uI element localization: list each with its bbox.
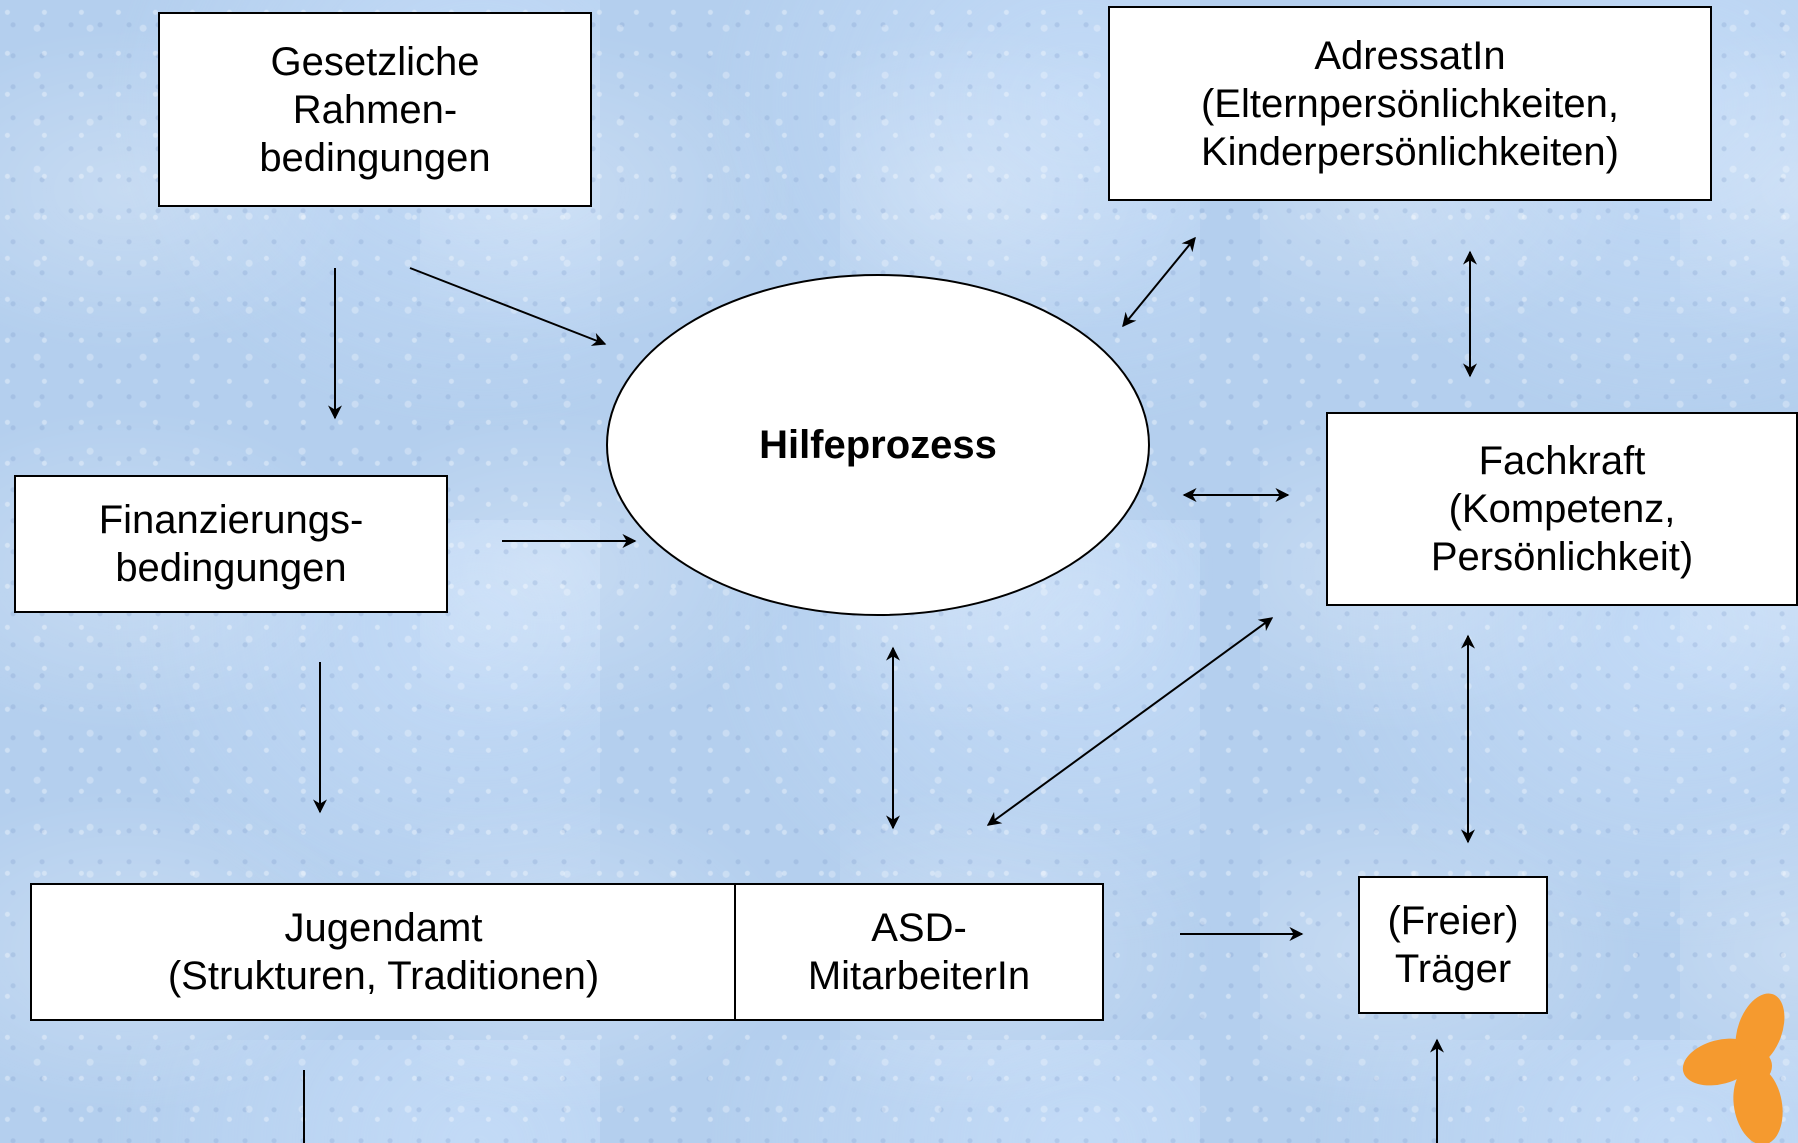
arrow-hilfe-adressat	[1122, 236, 1196, 328]
label-adressatin: AdressatIn (Elternpersönlichkeiten, Kind…	[1200, 33, 1619, 174]
box-freier-traeger: (Freier) Träger	[1358, 876, 1548, 1014]
label-hilfeprozess: Hilfeprozess	[759, 422, 997, 467]
label-traeger: (Freier) Träger	[1387, 899, 1519, 991]
label-jugendamt: Jugendamt (Strukturen, Traditionen)	[167, 906, 600, 998]
box-jugendamt: Jugendamt (Strukturen, Traditionen)	[30, 883, 736, 1021]
label-fachkraft: Fachkraft (Kompetenz, Persönlichkeit)	[1430, 439, 1694, 579]
box-asd-mitarbeiterin: ASD- MitarbeiterIn	[734, 883, 1104, 1021]
arrow-fachkraft-asd	[986, 617, 1274, 826]
box-finanzierungsbedingungen: Finanzierungs- bedingungen	[14, 475, 448, 613]
box-fachkraft: Fachkraft (Kompetenz, Persönlichkeit)	[1326, 412, 1798, 606]
box-gesetzliche-rahmenbedingungen: Gesetzliche Rahmen- bedingungen	[158, 12, 592, 207]
label-asd: ASD- MitarbeiterIn	[807, 906, 1031, 998]
box-adressatin: AdressatIn (Elternpersönlichkeiten, Kind…	[1108, 6, 1712, 201]
hilfeprozess-ellipse	[606, 274, 1150, 616]
label-gesetzliche: Gesetzliche Rahmen- bedingungen	[259, 39, 491, 180]
arrow-gesetz-to-hilfe	[409, 267, 607, 346]
label-finanzierung: Finanzierungs- bedingungen	[98, 498, 364, 590]
orange-flower-logo-icon	[1682, 993, 1785, 1143]
